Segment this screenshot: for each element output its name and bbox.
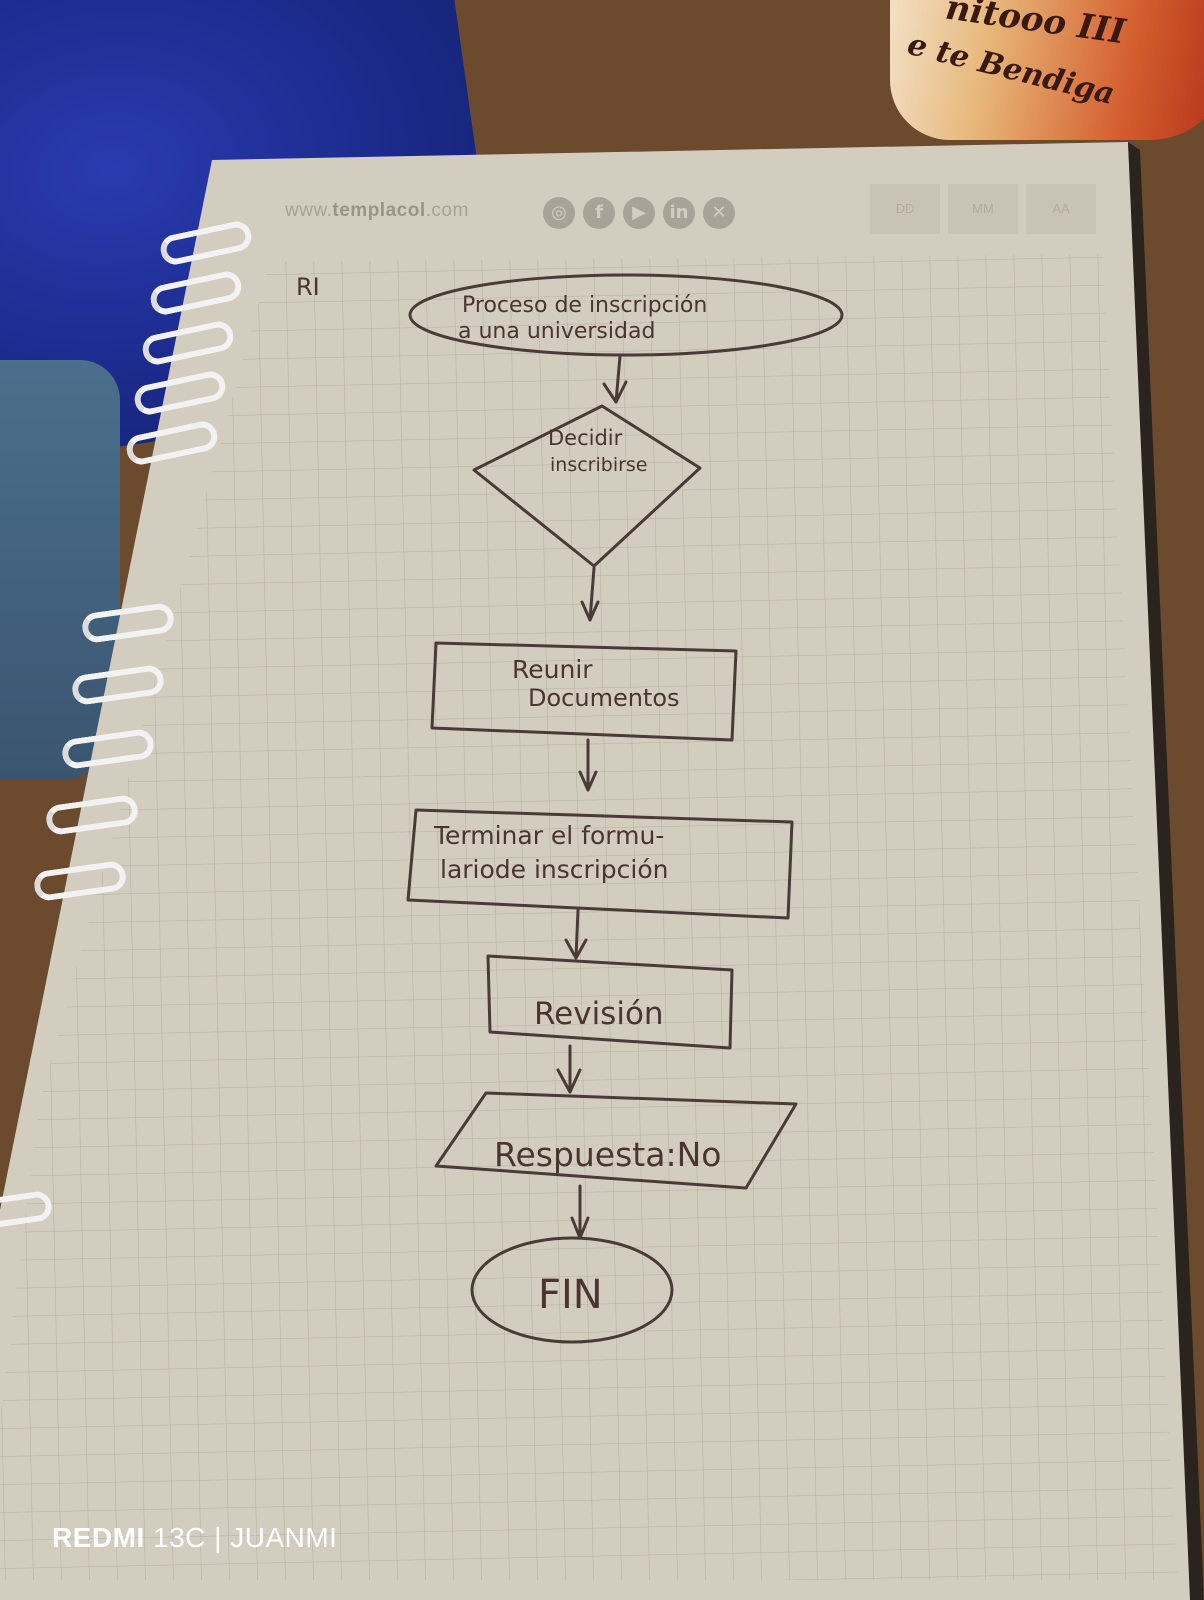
- process-1-text-line2: Documentos: [528, 684, 680, 712]
- process-2-text-line2: lariode inscripción: [440, 855, 668, 884]
- process-box-2: [406, 808, 794, 920]
- watermark-model: 13C: [153, 1522, 206, 1553]
- arrow-decision-to-reunir: [580, 566, 600, 622]
- website-prefix: www.: [285, 200, 333, 221]
- decision-shape: [472, 404, 702, 568]
- process-2-text-line1: Terminar el formu-: [433, 821, 664, 850]
- mug: [890, 0, 1204, 140]
- notebook-cover-edge: [1128, 142, 1204, 1600]
- linkedin-icon: in: [663, 197, 695, 229]
- watermark-brand: REDMI: [52, 1522, 145, 1553]
- camera-watermark: REDMI 13C | JUANMI: [52, 1522, 337, 1554]
- process-revision: Revisión: [486, 954, 734, 1050]
- process-terminar-formulario: Terminar el formu- lariode inscripción: [406, 808, 794, 920]
- x-icon: ✕: [703, 197, 735, 229]
- end-ellipse: [470, 1236, 674, 1344]
- facebook-icon: f: [583, 197, 615, 229]
- website-url: www.templacol.com: [285, 200, 469, 222]
- date-field-day: DD: [870, 184, 940, 234]
- process-box-1: [430, 641, 738, 742]
- process-3-text: Revisión: [534, 996, 664, 1032]
- grey-cloth: [0, 360, 120, 780]
- output-respuesta: Respuesta:No: [434, 1091, 798, 1190]
- start-terminal: Proceso de inscripción a una universidad: [408, 273, 844, 357]
- process-1-text-line1: Reunir: [512, 655, 593, 684]
- output-shape: [434, 1091, 798, 1190]
- output-text: Respuesta:No: [494, 1135, 721, 1174]
- decision-diamond: Decidir inscribirse: [472, 404, 702, 568]
- process-reunir-documentos: Reunir Documentos: [430, 641, 738, 742]
- decision-text-line1: Decidir: [548, 426, 623, 450]
- arrow-start-to-decision: [602, 354, 628, 404]
- website-brand: templacol: [332, 200, 426, 221]
- start-text-line1: Proceso de inscripción: [462, 293, 707, 318]
- start-text-line2: a una universidad: [458, 319, 655, 344]
- corner-note: RI: [296, 273, 320, 301]
- watermark-separator: |: [214, 1522, 222, 1553]
- arrow-revision-to-respuesta: [556, 1044, 582, 1094]
- end-terminal: FIN: [470, 1236, 674, 1344]
- instagram-icon: ◎: [543, 197, 575, 229]
- arrow-formulario-to-revision: [564, 908, 588, 960]
- decision-text-line2: inscribirse: [550, 454, 648, 476]
- watermark-owner: JUANMI: [230, 1522, 338, 1553]
- date-field-year: AA: [1026, 184, 1096, 234]
- process-box-3: [486, 954, 734, 1050]
- youtube-icon: ▶: [623, 197, 655, 229]
- end-text: FIN: [538, 1272, 603, 1318]
- website-suffix: .com: [425, 200, 469, 221]
- date-field-month: MM: [948, 184, 1018, 234]
- arrow-reunir-to-formulario: [578, 738, 598, 792]
- start-ellipse: [408, 273, 844, 357]
